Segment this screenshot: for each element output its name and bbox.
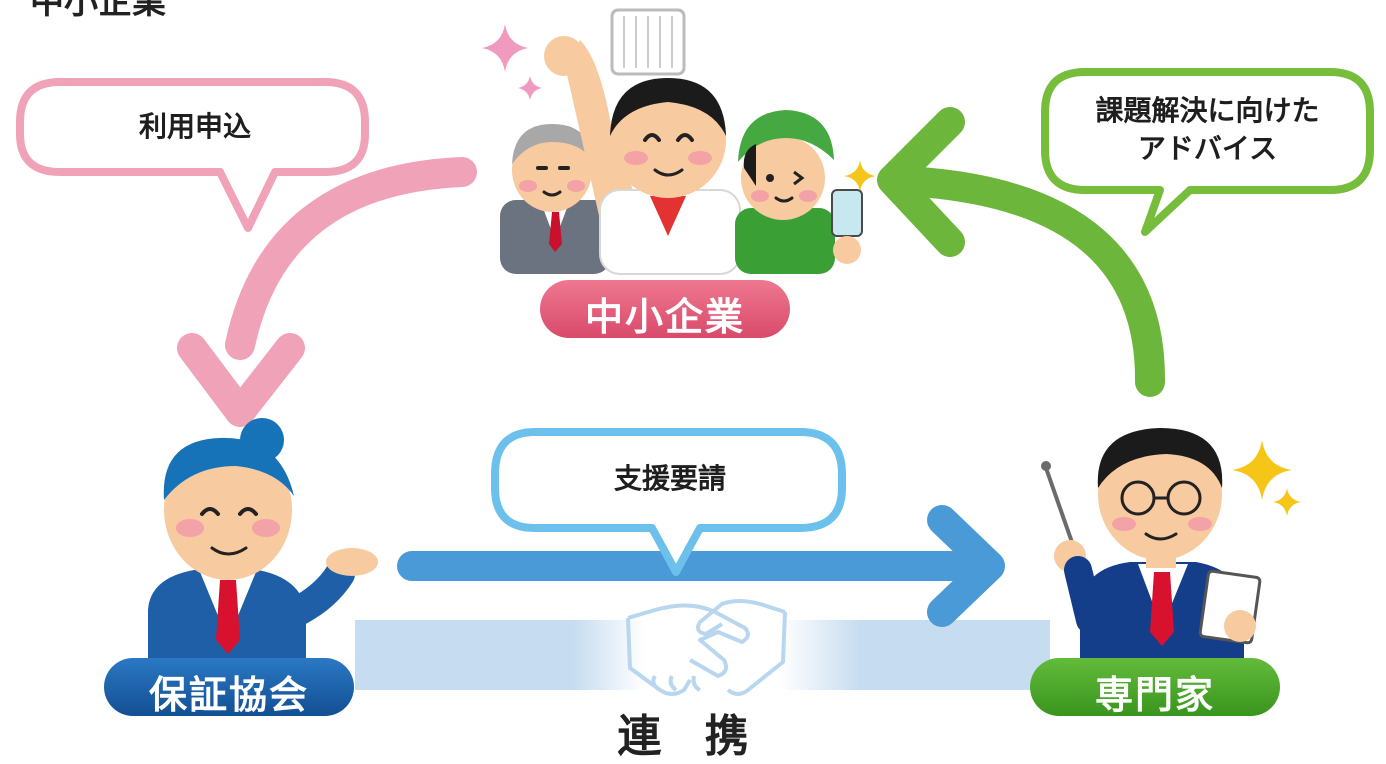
bubble-support-request [491, 428, 846, 576]
arrow-advice [877, 107, 1166, 397]
sme-pill [540, 280, 790, 338]
arrow-apply [177, 157, 477, 427]
expert-pill [1030, 658, 1280, 716]
sme-people-illustration [500, 8, 863, 275]
arrow-support-request [397, 505, 1005, 627]
bubble-apply-text: 利用申込 [138, 110, 251, 143]
bubble-advice [1041, 68, 1374, 236]
sparkle-icon [844, 160, 1301, 516]
node-expert-label: 専門家 [1094, 673, 1215, 717]
collaboration-band [355, 620, 1050, 690]
association-pill [104, 658, 354, 716]
node-association-label: 保証協会 [148, 673, 309, 717]
handshake-icon [626, 599, 787, 696]
page-heading: 中小企業 [30, 0, 166, 22]
bubble-advice-text: 課題解決に向けた アドバイス [1095, 94, 1320, 165]
sparkle-icon [482, 24, 542, 100]
bubble-apply [16, 78, 369, 232]
association-person-illustration [148, 418, 378, 680]
bubble-support-request-text: 支援要請 [613, 462, 726, 495]
expert-person-illustration [1041, 428, 1262, 670]
node-sme-label: 中小企業 [584, 295, 745, 339]
collaboration-label: 連 携 [617, 711, 763, 762]
